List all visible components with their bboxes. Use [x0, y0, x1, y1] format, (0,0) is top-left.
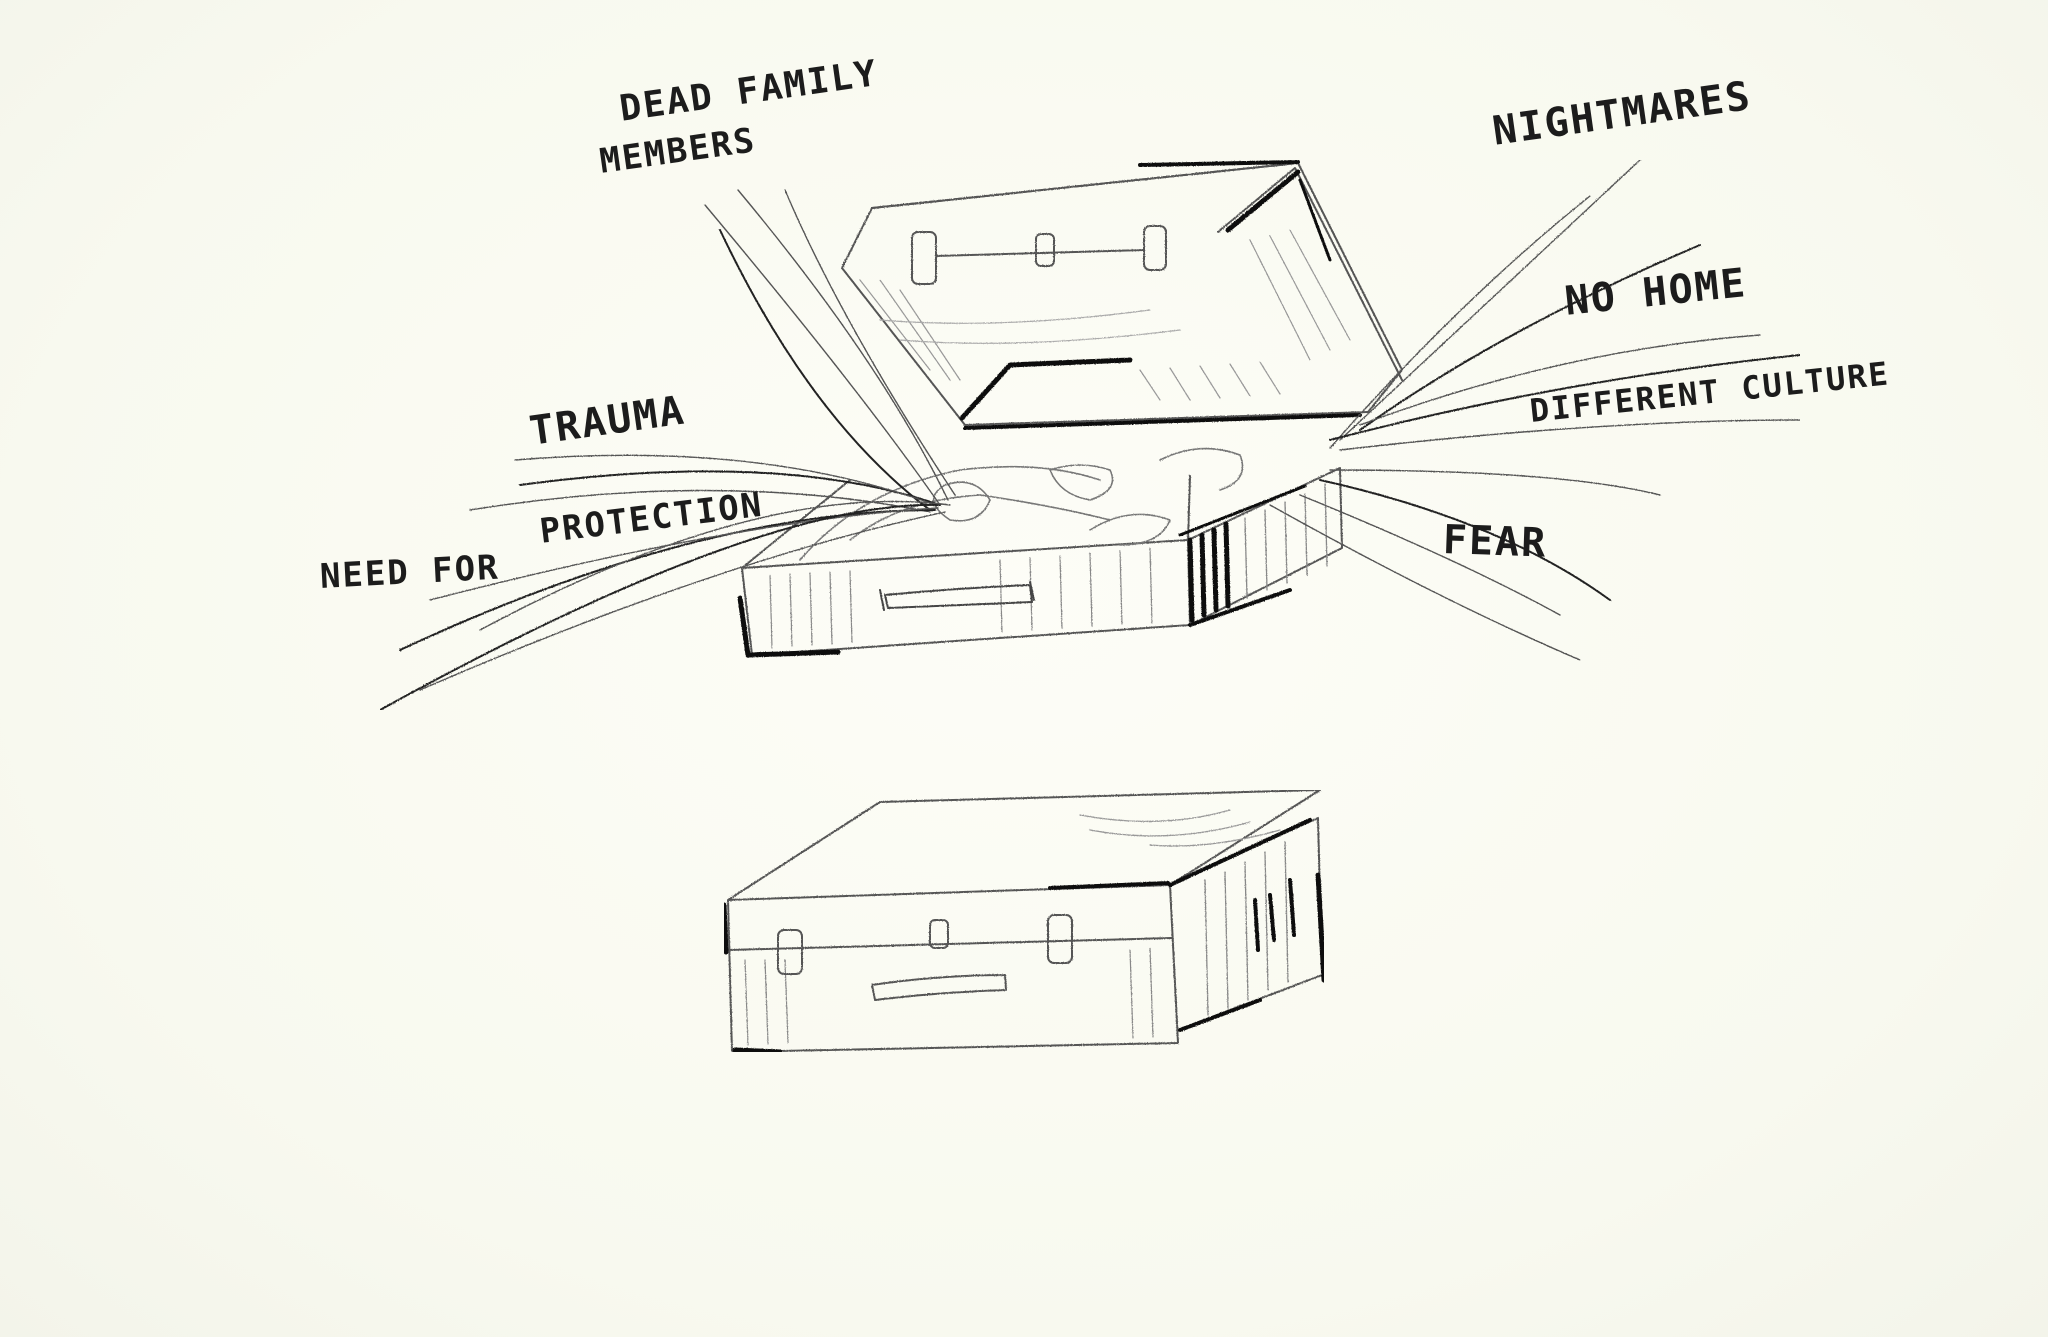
open-suitcase-contents: [799, 447, 1244, 561]
open-suitcase-handle: [879, 581, 1035, 611]
label-need-for: NEED FOR: [318, 547, 501, 597]
open-suitcase-base: [737, 467, 1343, 658]
label-fear: FEAR: [1442, 517, 1549, 567]
open-suitcase: [379, 159, 1801, 711]
open-suitcase-lid: [841, 160, 1403, 430]
swirl-lines: [379, 159, 1801, 711]
closed-suitcase: [721, 789, 1327, 1055]
